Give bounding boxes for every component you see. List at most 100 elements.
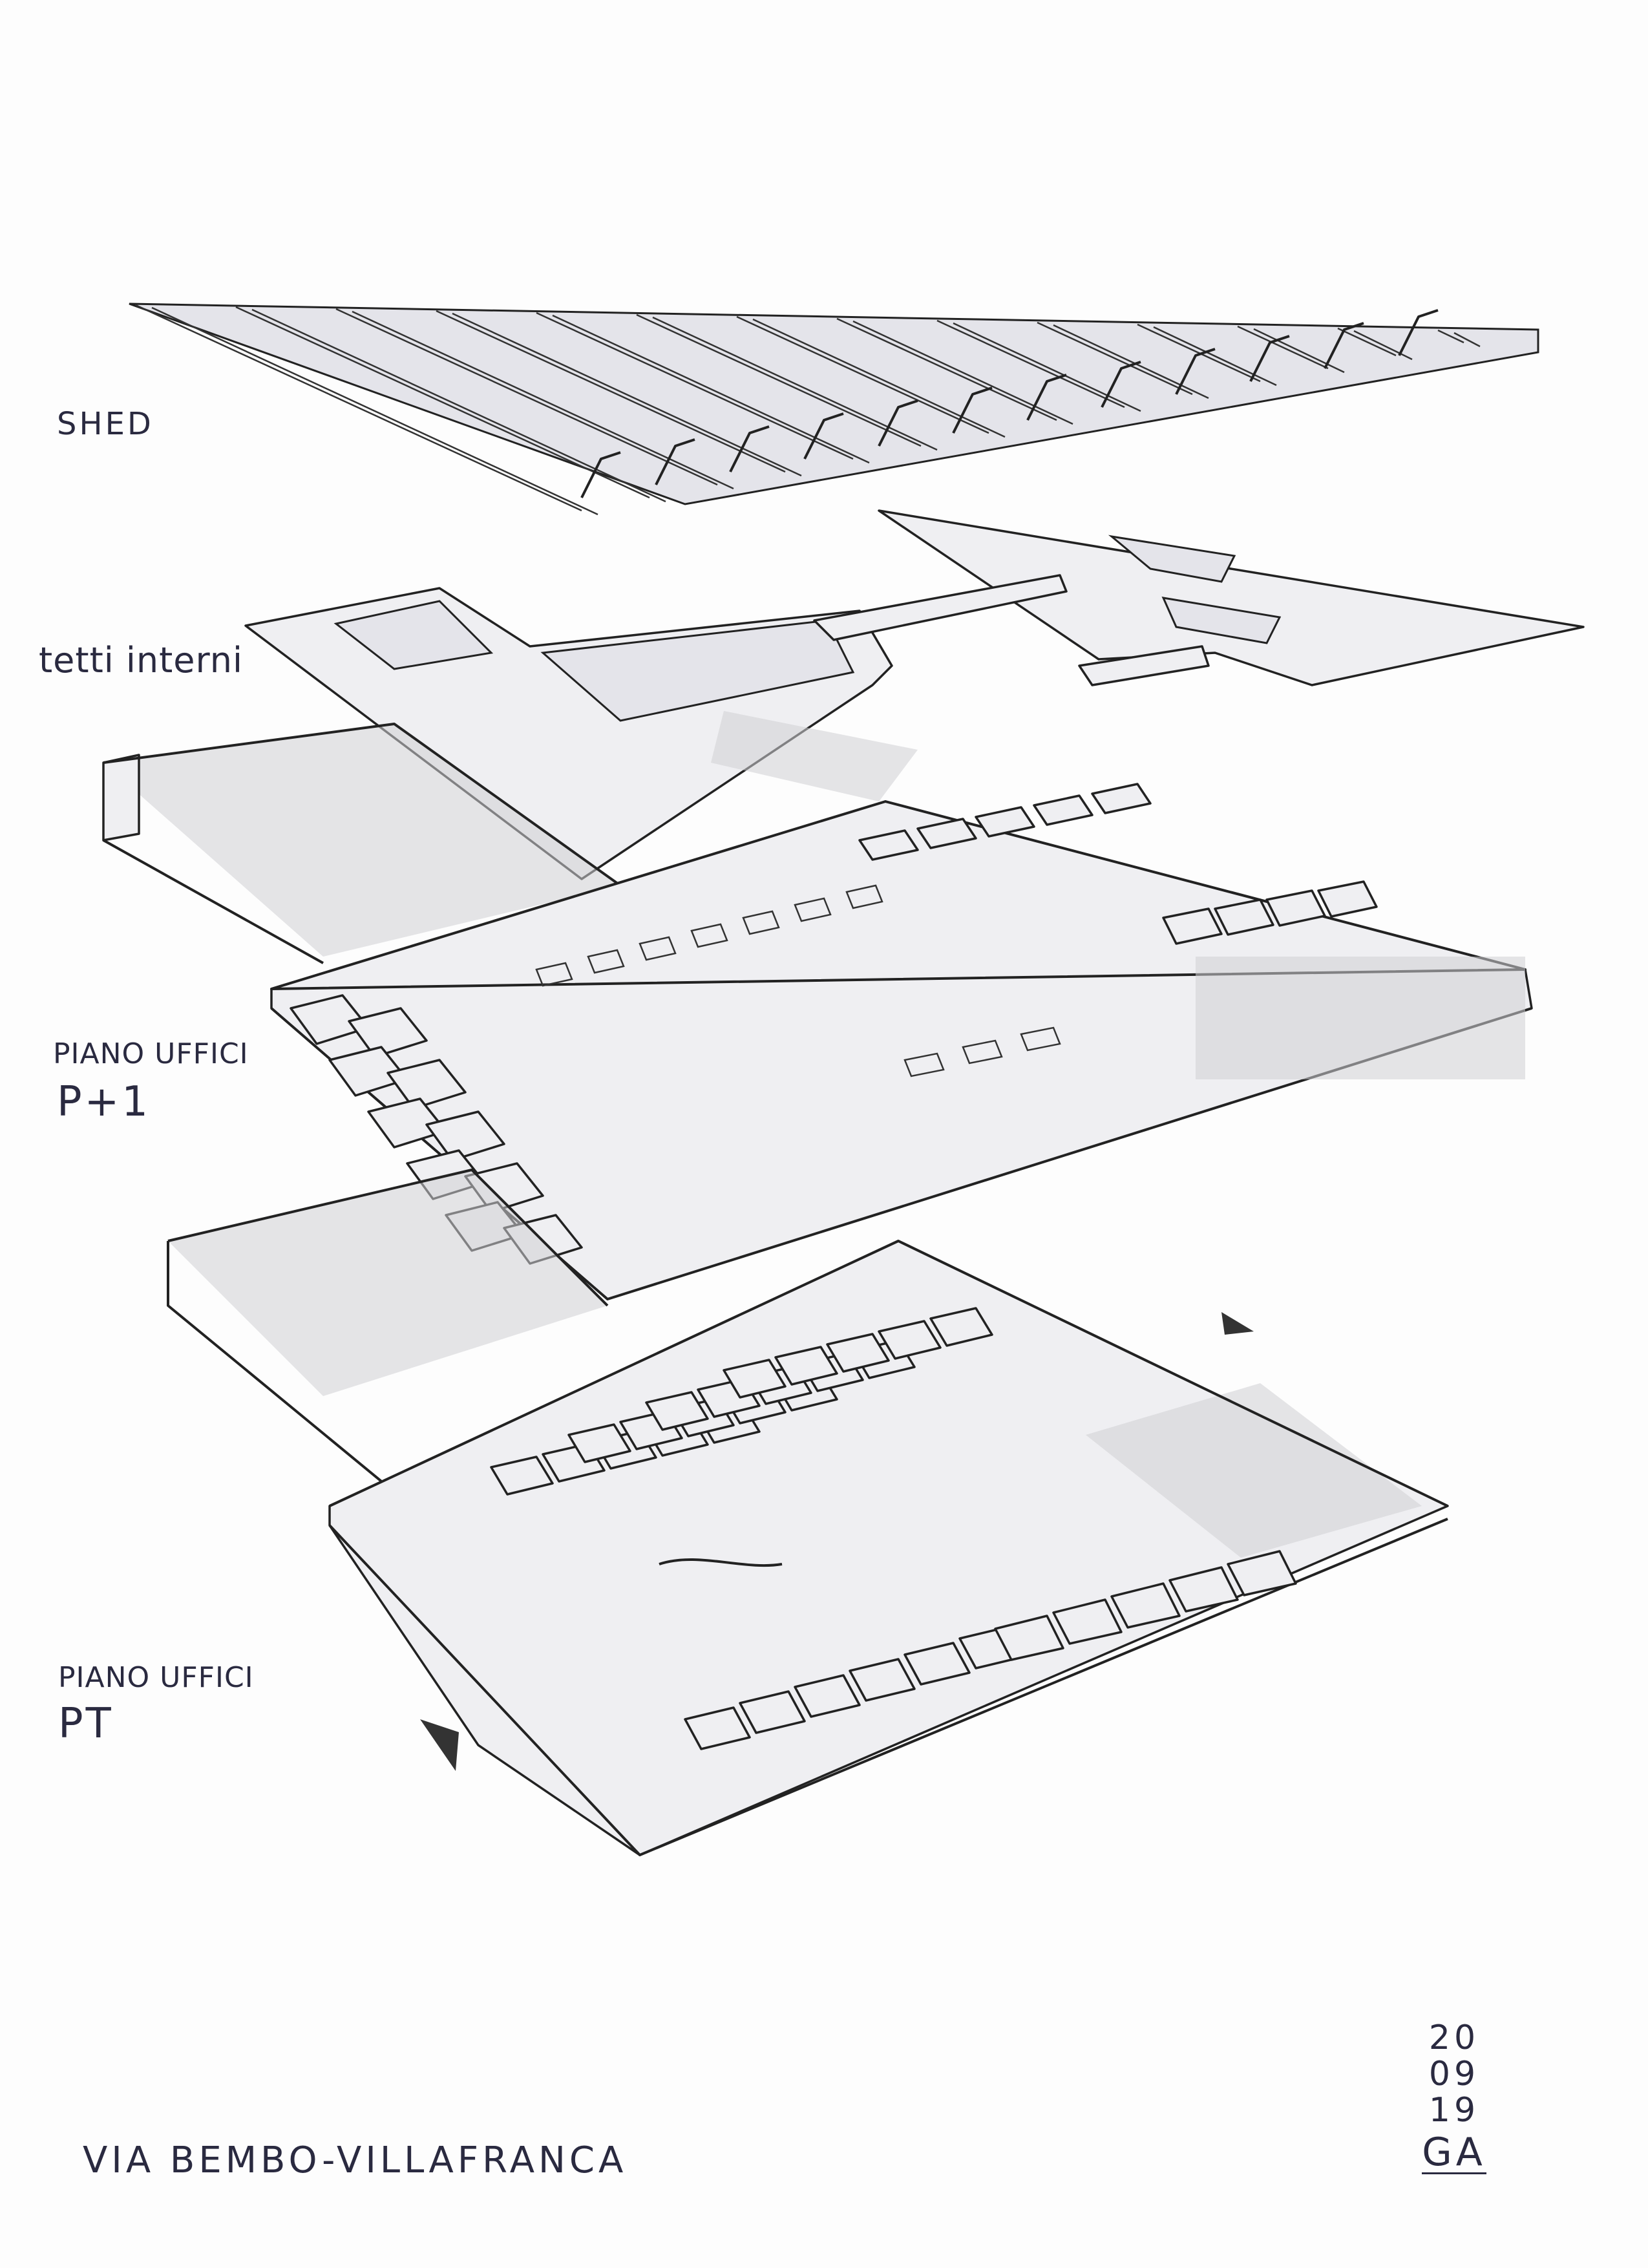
p1-room-row bbox=[1033, 794, 1093, 826]
piano-pt-layer bbox=[167, 1169, 1449, 1856]
p1-skylight bbox=[742, 910, 780, 935]
shed-rib bbox=[1037, 321, 1193, 396]
p1-skylight bbox=[587, 949, 625, 974]
p1-room bbox=[386, 1059, 467, 1110]
pt-curved-wall bbox=[659, 1558, 783, 1567]
pt-deck-edge-line bbox=[167, 1241, 389, 1488]
shed-roof-outline bbox=[129, 302, 1539, 505]
shed-rib bbox=[636, 313, 922, 447]
pt-room-south bbox=[849, 1658, 916, 1702]
pt-room bbox=[929, 1307, 993, 1347]
roof-skylight-1 bbox=[333, 600, 494, 670]
pt-room-south bbox=[684, 1706, 751, 1750]
shed-rib-edge bbox=[151, 306, 598, 516]
p1-shaded-court bbox=[711, 711, 918, 801]
roof-skylight-4 bbox=[1161, 597, 1282, 644]
shed-rib bbox=[1337, 327, 1397, 357]
entrance-arrow-right-icon bbox=[1221, 1312, 1254, 1335]
date-month: 09 bbox=[1428, 2055, 1480, 2093]
shed-rib bbox=[1137, 323, 1261, 383]
shed-rib bbox=[936, 319, 1125, 408]
label-piano-pt-title: PIANO UFFICI bbox=[58, 1661, 254, 1694]
pt-deck-line bbox=[167, 1169, 609, 1307]
shed-rib-edge bbox=[1253, 328, 1345, 374]
pt-room-east bbox=[994, 1615, 1064, 1661]
p1-deck-edge-line bbox=[103, 839, 324, 964]
author-initials: GA bbox=[1422, 2130, 1486, 2175]
p1-skylight-south bbox=[1020, 1026, 1061, 1052]
p1-room-row bbox=[975, 806, 1035, 838]
pt-shaded-deck-left bbox=[168, 1170, 607, 1396]
p1-room-row bbox=[916, 818, 977, 849]
label-piano-pt-code: PT bbox=[58, 1700, 114, 1748]
p1-skylight-openings bbox=[535, 884, 1061, 1077]
shed-roof-layer bbox=[129, 302, 1539, 516]
p1-deck-line bbox=[103, 723, 622, 887]
pt-shaded-court bbox=[1086, 1383, 1422, 1558]
date-stamp: 20 09 19 GA bbox=[1415, 2020, 1493, 2174]
p1-room-east bbox=[1214, 898, 1274, 936]
tetti-interni-layer bbox=[244, 509, 1585, 880]
shed-rib-edge bbox=[652, 316, 938, 451]
shed-tooth bbox=[1249, 335, 1290, 382]
shed-rib bbox=[736, 315, 989, 434]
pt-room-south bbox=[739, 1690, 806, 1734]
label-address: VIA BEMBO-VILLAFRANCA bbox=[83, 2139, 628, 2181]
pt-room-south bbox=[794, 1674, 861, 1718]
shed-rib-edge bbox=[1353, 330, 1413, 361]
shed-tooth bbox=[580, 451, 621, 498]
p1-outer-line-bottom bbox=[270, 1007, 1532, 1300]
shed-rib bbox=[235, 306, 650, 499]
p1-skylight bbox=[639, 936, 677, 961]
pt-outer-line-bottom bbox=[328, 1518, 1448, 1856]
p1-deck-edge-left bbox=[102, 754, 140, 842]
p1-skylight bbox=[794, 897, 832, 922]
pt-outer-line-top bbox=[329, 1240, 1448, 1507]
pt-room-east bbox=[1227, 1550, 1297, 1596]
label-piano-p1-code: P+1 bbox=[57, 1078, 151, 1126]
shed-rib bbox=[335, 308, 718, 486]
p1-room bbox=[425, 1110, 505, 1161]
shed-rib bbox=[436, 310, 786, 473]
shed-rib-edge bbox=[953, 322, 1141, 412]
date-year: 19 bbox=[1428, 2091, 1480, 2130]
pt-office-rooms bbox=[490, 1307, 1297, 1750]
pt-room-east bbox=[1052, 1598, 1123, 1645]
shed-tooth bbox=[1026, 374, 1067, 421]
roof-strip-1 bbox=[813, 574, 1068, 641]
pt-room-east bbox=[1110, 1582, 1181, 1629]
roof-skylight-2 bbox=[540, 619, 855, 722]
shed-tooth bbox=[1324, 322, 1364, 369]
p1-outer-line-top bbox=[270, 800, 1527, 990]
pt-room bbox=[567, 1423, 631, 1463]
shed-rib-edge bbox=[1153, 326, 1277, 387]
p1-skylight bbox=[535, 962, 573, 987]
pt-room bbox=[490, 1456, 554, 1496]
label-shed: SHED bbox=[57, 406, 154, 442]
label-tetti-interni: tetti interni bbox=[39, 640, 244, 681]
shed-rib-edge bbox=[752, 318, 1006, 438]
shed-tooth bbox=[1398, 309, 1439, 356]
pt-room bbox=[723, 1359, 787, 1399]
roof-strip-2 bbox=[1078, 645, 1210, 686]
shed-rib bbox=[1237, 325, 1329, 370]
shed-tooth bbox=[803, 412, 844, 460]
p1-skylight-south bbox=[903, 1052, 945, 1077]
shed-tooth bbox=[952, 387, 993, 434]
p1-room-east bbox=[1162, 907, 1223, 945]
date-day: 20 bbox=[1428, 2019, 1480, 2057]
shed-roof-ribs bbox=[135, 304, 1481, 516]
p1-room bbox=[348, 1007, 428, 1058]
shed-tooth bbox=[878, 399, 918, 447]
pt-room bbox=[774, 1346, 838, 1386]
shed-rib-edge bbox=[852, 320, 1073, 425]
p1-room-east bbox=[1317, 880, 1378, 918]
shed-rib bbox=[135, 304, 582, 512]
p1-room-row bbox=[1091, 783, 1152, 814]
p1-shaded-room bbox=[1196, 957, 1525, 1079]
pt-room-south bbox=[903, 1642, 971, 1686]
inner-roof-slab-right bbox=[878, 509, 1585, 686]
shed-rib bbox=[1437, 329, 1464, 344]
entrance-arrow-left-icon bbox=[420, 1719, 459, 1771]
